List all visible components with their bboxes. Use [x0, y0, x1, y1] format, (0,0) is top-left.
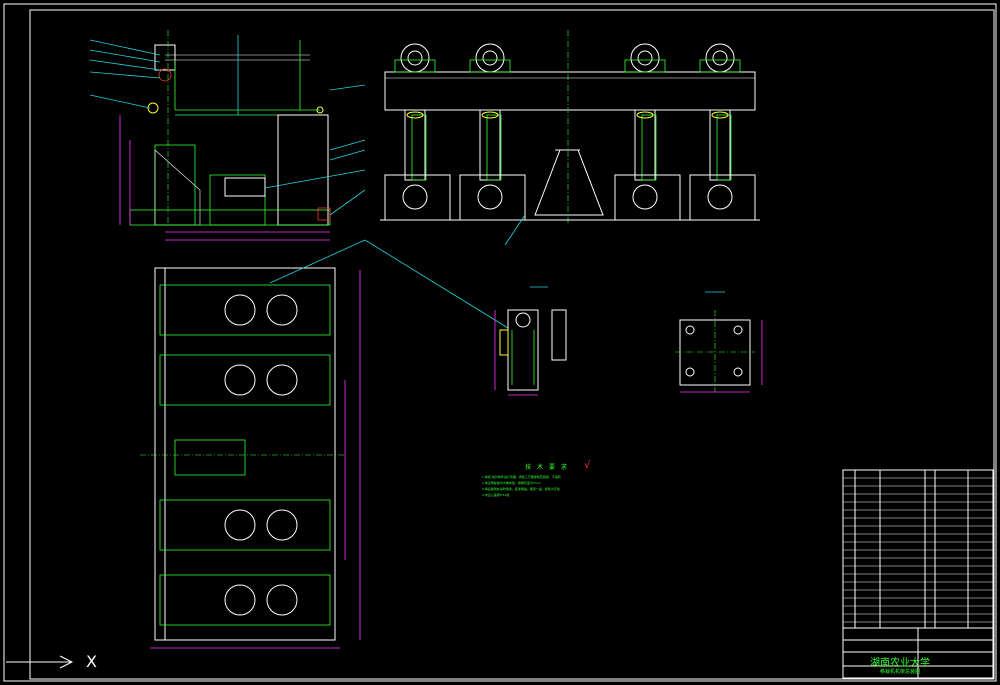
drawing-name: 移栽机机架总装图 — [880, 669, 921, 675]
tech-req-line-1: 1.焊接 前对焊件进行清理，按焊工艺要求规范施焊，不得有 — [482, 475, 561, 479]
detail-plate — [675, 291, 763, 393]
ucs-axis — [6, 655, 74, 669]
tech-req-title: 技 术 要 求 — [525, 464, 569, 471]
university-name: 湖南农业大学 — [870, 658, 930, 669]
side-view — [380, 30, 760, 246]
tech-req-line-4: 4.未注公差按IT12级 — [482, 493, 510, 497]
tech-req-line-2: 2.未注明焊缝均为角焊缝，焊脚高度为5mm — [482, 481, 541, 485]
outer-border — [3, 3, 997, 682]
roughness-mark: √ — [584, 460, 591, 471]
axis-x-label: X — [86, 652, 97, 671]
tech-requirements: 技 术 要 求 1.焊接 前对焊件进行清理，按焊工艺要求规范施焊，不得有 2.未… — [482, 462, 612, 498]
front-view — [89, 30, 366, 241]
tech-req-line-3: 3.焊后除锈并涂防锈漆，底漆两遍，面漆一遍，颜色为灰色 — [482, 487, 560, 491]
title-block — [842, 469, 994, 679]
top-view — [140, 239, 509, 649]
detail-bracket — [494, 286, 567, 396]
inner-border — [29, 9, 995, 680]
